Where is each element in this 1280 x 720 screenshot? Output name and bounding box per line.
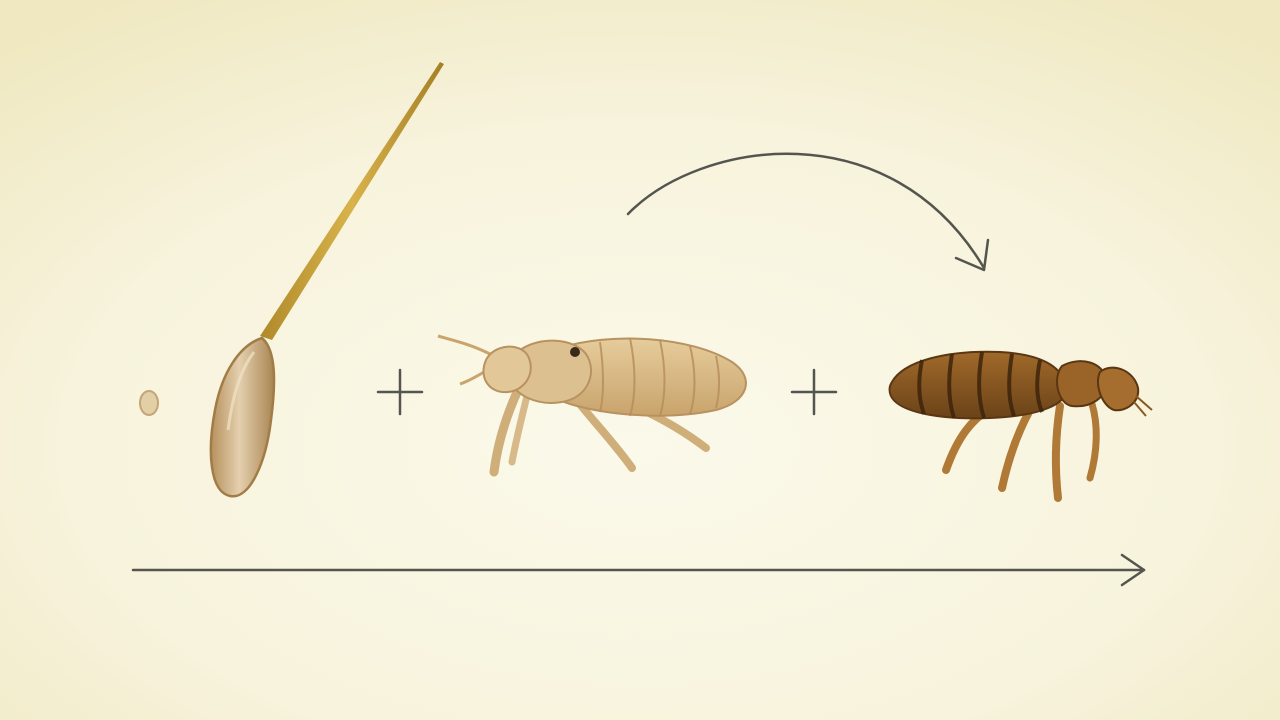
nymph-stage-icon — [437, 334, 747, 477]
egg-stage-icon — [139, 390, 159, 416]
curved-cycle-arrow-icon — [626, 152, 990, 272]
plus-sign-icon — [790, 368, 838, 416]
nit-on-hair-stage-icon — [209, 62, 444, 498]
timeline-arrow-icon — [131, 553, 1146, 587]
adult-louse-stage-icon — [888, 350, 1153, 502]
plus-sign-icon — [376, 368, 424, 416]
